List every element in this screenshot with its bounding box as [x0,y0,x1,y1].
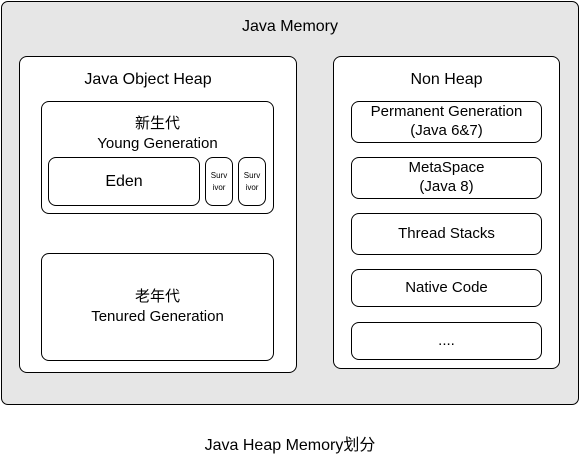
young-generation-title: 新生代 Young Generation [41,114,274,155]
metaspace-box: MetaSpace (Java 8) [351,157,542,199]
java-memory-title: Java Memory [241,18,339,35]
native-code-label: Native Code [405,278,488,296]
diagram-caption: Java Heap Memory划分 [204,437,376,454]
metaspace-version: (Java 8) [419,178,474,195]
survivor-1-label-line2: ivor [212,182,226,192]
thread-stacks-label: Thread Stacks [398,224,495,242]
thread-stacks-box: Thread Stacks [351,213,542,255]
survivor-2-label-line2: ivor [245,182,259,192]
metaspace-label: MetaSpace [408,159,485,177]
permanent-generation-version: (Java 6&7) [410,122,483,139]
native-code-box: Native Code [351,269,542,307]
more-items-box: .... [351,322,542,360]
eden-box: Eden [48,157,200,206]
tenured-generation-title-cn: 老年代 [134,287,180,305]
tenured-generation-title-en: Tenured Generation [91,308,224,325]
survivor-box-2: Surv ivor [238,157,266,206]
survivor-1-label-line1: Surv [210,170,228,180]
young-generation-title-en: Young Generation [97,135,218,153]
java-object-heap-title: Java Object Heap [84,71,212,88]
eden-label: Eden [105,172,143,190]
survivor-2-label-line1: Surv [243,170,261,180]
survivor-box-1: Surv ivor [205,157,233,206]
permanent-generation-label: Permanent Generation [370,103,523,121]
young-generation-title-cn: 新生代 [134,115,180,132]
permanent-generation-box: Permanent Generation (Java 6&7) [351,101,542,143]
tenured-generation-box: 老年代 Tenured Generation [41,253,274,361]
non-heap-title: Non Heap [410,71,483,88]
more-items-label: .... [438,331,455,349]
